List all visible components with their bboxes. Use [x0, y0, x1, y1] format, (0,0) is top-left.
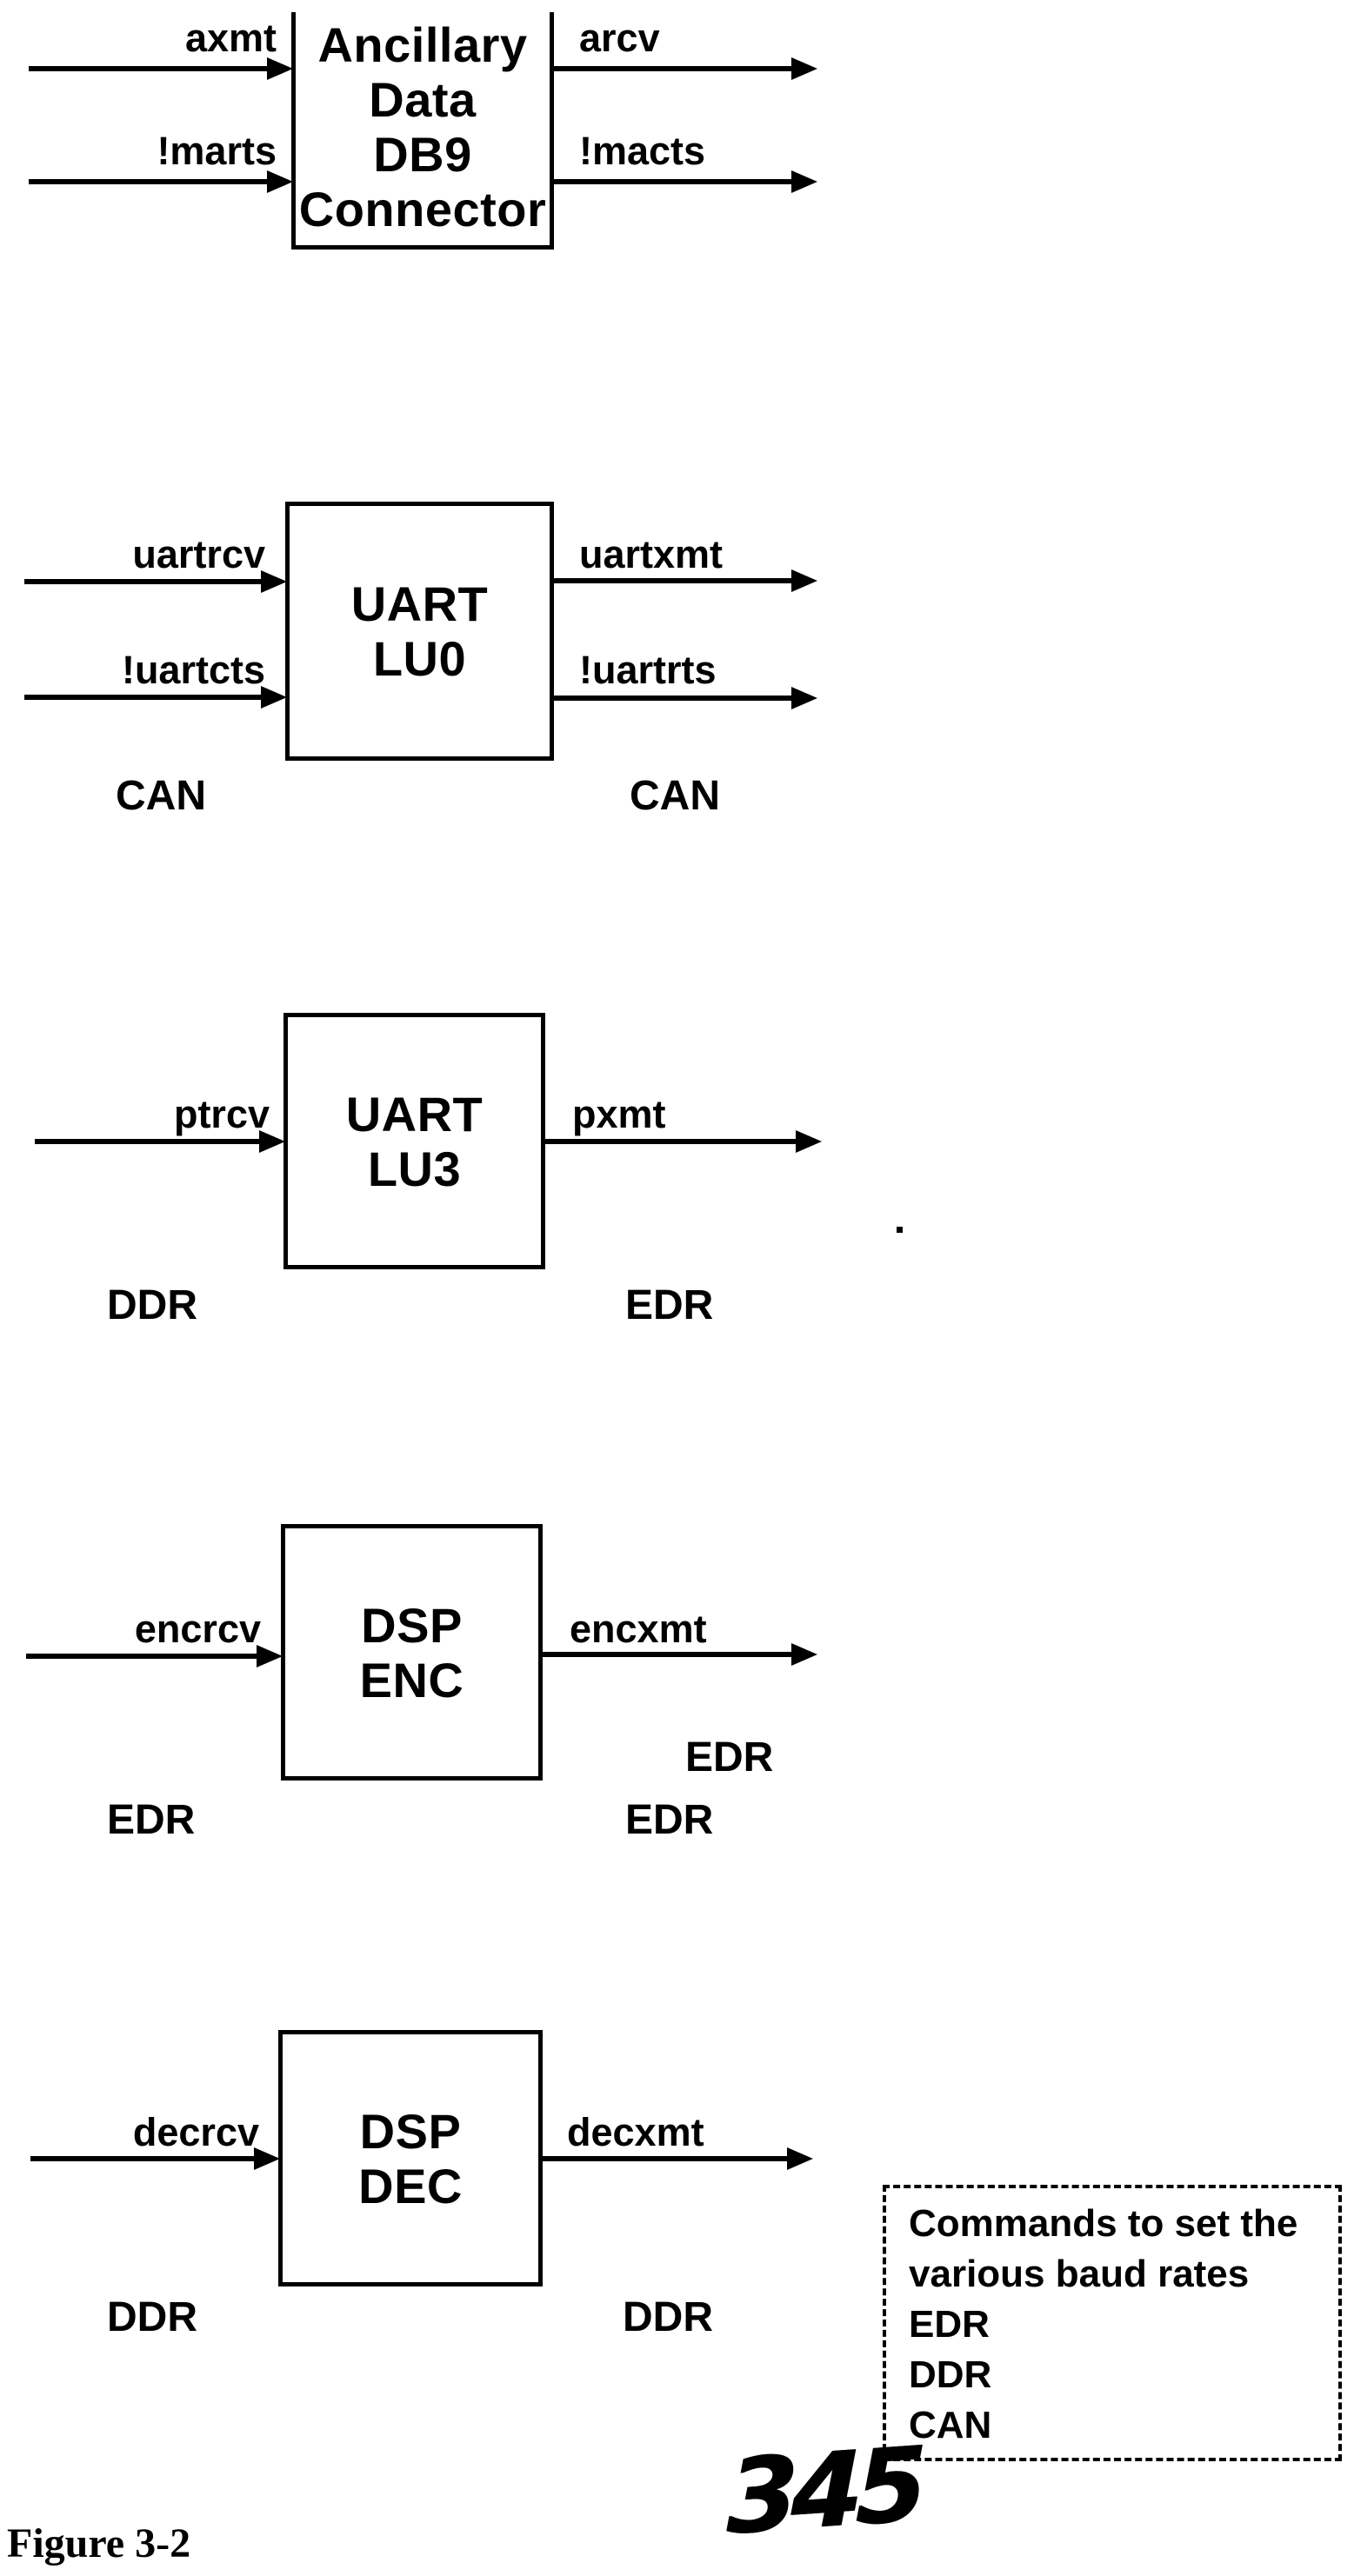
- signal-label-decrcv: decrcv: [132, 2110, 259, 2154]
- arrow-axmt: [29, 57, 293, 80]
- block-title-line: ENC: [359, 1652, 464, 1707]
- block-title-line: UART: [345, 1086, 484, 1142]
- arrowhead-right-icon: [254, 2147, 280, 2170]
- block-title-line: LU3: [367, 1141, 462, 1196]
- signal-label-encxmt: encxmt: [570, 1607, 707, 1651]
- arrow-marts: [29, 170, 293, 193]
- legend-line: Commands to set the: [909, 2202, 1298, 2245]
- signal-label-macts: !macts: [579, 129, 706, 173]
- arrow-shaft: [35, 1139, 263, 1144]
- signal-label-uartcts: !uartcts: [121, 648, 265, 692]
- arrow-encxmt: [543, 1643, 817, 1666]
- rate-tag-edr-right: EDR: [625, 1797, 714, 1843]
- block-title-line: Data: [369, 72, 477, 127]
- rate-tag-ddr-left: DDR: [107, 1282, 197, 1328]
- signal-label-encrcv: encrcv: [134, 1607, 261, 1651]
- block-title-line: Ancillary: [317, 17, 528, 72]
- block-title-line: Connector: [298, 182, 547, 236]
- arrowhead-right-icon: [261, 570, 287, 593]
- signal-label-uartrcv: uartrcv: [132, 532, 265, 576]
- block-title-line: DB9: [373, 127, 472, 182]
- arrow-shaft: [554, 696, 795, 701]
- arrow-shaft: [29, 179, 270, 184]
- rate-tag-can-right: CAN: [630, 773, 720, 819]
- arrowhead-right-icon: [259, 1130, 285, 1153]
- signal-label-uartxmt: uartxmt: [579, 532, 724, 576]
- rate-tag-ddr-right-2: DDR: [623, 2294, 713, 2340]
- arrow-ptrcv: [35, 1130, 285, 1153]
- arrow-shaft: [543, 1652, 795, 1657]
- arrow-pxmt: [545, 1130, 822, 1153]
- arrow-shaft: [24, 579, 264, 584]
- baud-rate-legend-box: Commands to set the various baud rates E…: [883, 2185, 1342, 2461]
- arrow-uartcts: [24, 686, 287, 709]
- rate-tag-can-left: CAN: [116, 773, 206, 819]
- block-title-line: DSP: [361, 1597, 463, 1653]
- block-title-line: LU0: [372, 631, 467, 686]
- legend-line: various baud rates: [909, 2253, 1250, 2295]
- arrow-decxmt: [543, 2147, 813, 2170]
- signal-label-marts: !marts: [157, 129, 277, 173]
- rate-tag-ddr-left-2: DDR: [107, 2294, 197, 2340]
- arrowhead-right-icon: [257, 1645, 283, 1667]
- block-uart-lu0: UART LU0: [285, 502, 554, 761]
- block-title-line: DSP: [359, 2103, 462, 2159]
- signal-label-decxmt: decxmt: [567, 2110, 704, 2154]
- arrowhead-right-icon: [791, 569, 817, 592]
- arrowhead-right-icon: [267, 170, 293, 193]
- rate-tag-edr-right: EDR: [625, 1282, 714, 1328]
- arrowhead-right-icon: [261, 686, 287, 709]
- signal-label-arcv: arcv: [579, 16, 660, 60]
- arrow-uartrts: [554, 687, 817, 709]
- arrow-macts: [554, 170, 817, 193]
- signal-label-axmt: axmt: [184, 16, 277, 60]
- arrowhead-right-icon: [791, 687, 817, 709]
- legend-line: CAN: [909, 2404, 992, 2446]
- arrow-decrcv: [30, 2147, 280, 2170]
- block-title-line: DEC: [358, 2158, 463, 2213]
- signal-label-pxmt: pxmt: [572, 1092, 666, 1136]
- arrow-uartrcv: [24, 570, 287, 593]
- arrow-shaft: [29, 66, 270, 71]
- signal-label-ptrcv: ptrcv: [173, 1092, 270, 1136]
- arrowhead-right-icon: [791, 170, 817, 193]
- signal-label-uartrts: !uartrts: [579, 648, 717, 692]
- legend-line: EDR: [909, 2303, 990, 2346]
- arrow-shaft: [545, 1139, 799, 1144]
- arrow-encrcv: [26, 1645, 283, 1667]
- arrowhead-right-icon: [267, 57, 293, 80]
- block-dsp-enc: DSP ENC: [281, 1524, 543, 1781]
- arrow-shaft: [554, 578, 795, 583]
- arrowhead-right-icon: [791, 57, 817, 80]
- arrow-uartxmt: [554, 569, 817, 592]
- legend-line: DDR: [909, 2353, 992, 2396]
- arrow-shaft: [554, 66, 795, 71]
- block-uart-lu3: UART LU3: [283, 1013, 545, 1269]
- arrow-arcv: [554, 57, 817, 80]
- arrow-shaft: [30, 2156, 257, 2161]
- handwritten-page-number: 345: [726, 2424, 920, 2558]
- rate-tag-edr-left: EDR: [107, 1797, 196, 1843]
- rate-tag-edr-extra: EDR: [685, 1734, 774, 1781]
- arrow-shaft: [554, 179, 795, 184]
- block-title-line: UART: [350, 576, 489, 631]
- block-dsp-dec: DSP DEC: [278, 2030, 543, 2286]
- arrowhead-right-icon: [787, 2147, 813, 2170]
- arrow-shaft: [24, 695, 264, 700]
- scan-speck: [897, 1227, 903, 1233]
- arrow-shaft: [26, 1654, 260, 1659]
- block-ancillary-db9-connector: Ancillary Data DB9 Connector: [291, 12, 554, 250]
- figure-caption: Figure 3-2: [7, 2520, 191, 2566]
- arrowhead-right-icon: [796, 1130, 822, 1153]
- arrow-shaft: [543, 2156, 790, 2161]
- arrowhead-right-icon: [791, 1643, 817, 1666]
